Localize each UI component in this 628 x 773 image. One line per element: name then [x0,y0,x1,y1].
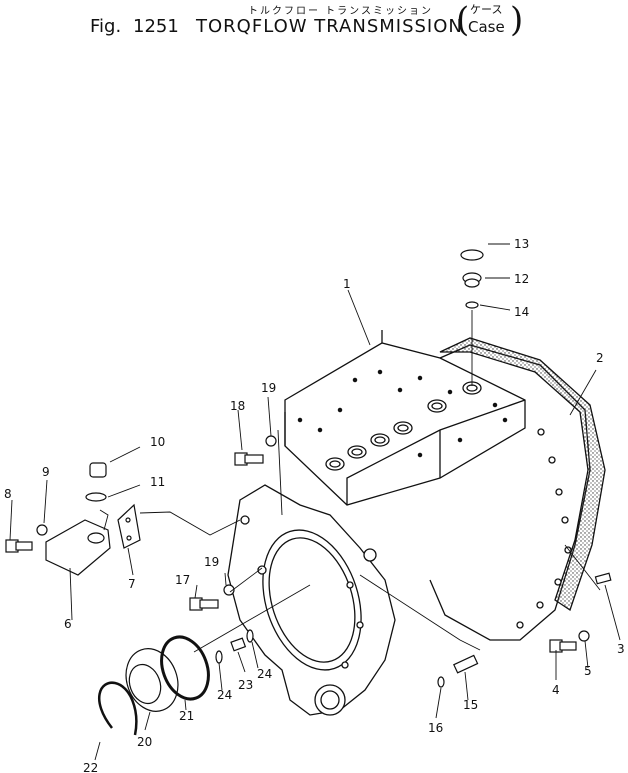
callout-8: 8 [4,487,12,501]
leader-lines [9,243,621,761]
callout-numbers: 1 2 3 4 5 6 7 8 9 10 11 12 13 14 15 16 1… [4,237,625,773]
part-22-snap-ring [98,681,138,736]
callout-7: 7 [128,577,136,591]
callout-12: 12 [514,272,529,286]
transmission-case-body [227,330,606,716]
callout-22: 22 [83,761,98,773]
subtitle: Case [468,18,505,36]
callout-9: 9 [42,465,50,479]
top-plate-ports [325,381,482,471]
subtitle-japanese: ケース [470,3,503,16]
callout-23: 23 [238,678,253,692]
part-7-gasket [117,503,141,549]
callout-24-left: 24 [217,688,232,702]
figure-title: TORQFLOW TRANSMISSION [196,16,463,37]
part-10-breather [89,462,107,478]
cover-gasket [439,337,606,612]
callout-1: 1 [343,277,351,291]
callout-19-lower: 19 [204,555,219,569]
part-24-o-ring-b [246,629,254,643]
callout-3: 3 [617,642,625,656]
part-19-washer-upper [265,435,277,447]
callout-14: 14 [514,305,529,319]
part-14-o-ring [465,301,479,309]
part-3-dowel-pin [594,572,612,585]
callout-21: 21 [179,709,194,723]
part-19-washer-lower [223,584,235,596]
part-6-elbow [45,519,111,576]
callout-20: 20 [137,735,152,749]
callout-24-right: 24 [257,667,272,681]
callout-5: 5 [584,664,592,678]
callout-6: 6 [64,617,72,631]
callout-2: 2 [596,351,604,365]
callout-18: 18 [230,399,245,413]
callout-10: 10 [150,435,165,449]
figure-label: Fig. [90,16,122,37]
callout-17: 17 [175,573,190,587]
subtitle-paren-right: ) [510,0,524,40]
figure-number: 1251 [133,16,179,37]
callout-19-upper: 19 [261,381,276,395]
part-9-washer [36,524,48,536]
part-21-seal-ring [160,635,210,701]
part-5-washer [578,630,590,642]
part-24-o-ring-a [215,650,223,664]
subtitle-paren-left: ( [456,0,470,40]
callout-16: 16 [428,721,443,735]
callout-11: 11 [150,475,165,489]
part-23-plug [230,637,247,652]
flange-holes [516,428,572,629]
callout-13: 13 [514,237,529,251]
part-16-o-ring [437,676,445,688]
part-15-pin [453,654,479,674]
callout-15: 15 [463,698,478,712]
callout-4: 4 [552,683,560,697]
part-11-o-ring [85,492,107,502]
figure-title-japanese: トルクフロー トランスミッション [248,6,433,17]
small-parts [5,249,612,736]
part-13-o-ring [460,249,484,261]
